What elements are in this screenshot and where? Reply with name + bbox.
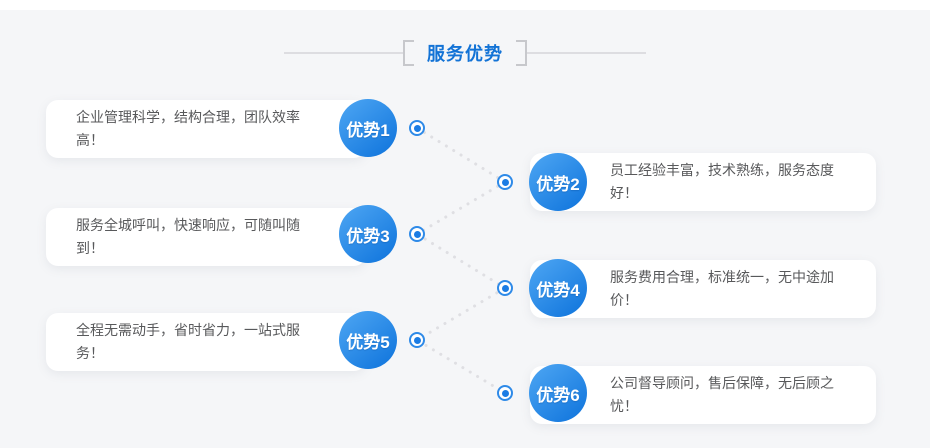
advantage-text-4: 服务费用合理，标准统一，无中途加价！ [610, 269, 834, 308]
node-marker-3 [409, 226, 425, 242]
divider-line-left [284, 52, 403, 54]
advantage-badge-6: 优势6 [529, 364, 587, 422]
advantage-card-2: 员工经验丰富，技术熟练，服务态度好！ [530, 153, 876, 211]
advantage-badge-5: 优势5 [339, 311, 397, 369]
advantage-card-1: 企业管理科学，结构合理，团队效率高！ [46, 100, 366, 158]
marker-dot-icon [413, 336, 421, 344]
advantage-card-3: 服务全城呼叫，快速响应，可随叫随到！ [46, 208, 366, 266]
divider-line-right [527, 52, 646, 54]
advantage-card-4: 服务费用合理，标准统一，无中途加价！ [530, 260, 876, 318]
marker-dot-icon [413, 230, 421, 238]
advantage-text-5: 全程无需动手，省时省力，一站式服务！ [76, 322, 300, 361]
marker-dot-icon [501, 389, 509, 397]
advantage-badge-4: 优势4 [529, 259, 587, 317]
advantage-text-3: 服务全城呼叫，快速响应，可随叫随到！ [76, 217, 300, 256]
section-header: 服务优势 [0, 38, 930, 68]
section-title: 服务优势 [427, 44, 503, 64]
node-marker-5 [409, 332, 425, 348]
advantage-card-6: 公司督导顾问，售后保障，无后顾之忧！ [530, 366, 876, 424]
advantage-text-2: 员工经验丰富，技术熟练，服务态度好！ [610, 162, 834, 201]
advantage-badge-3: 优势3 [339, 205, 397, 263]
advantage-badge-2: 优势2 [529, 153, 587, 211]
advantage-badge-1: 优势1 [339, 99, 397, 157]
node-marker-4 [497, 280, 513, 296]
node-marker-6 [497, 385, 513, 401]
bracket-right-icon [515, 40, 527, 66]
node-marker-2 [497, 174, 513, 190]
advantage-text-6: 公司督导顾问，售后保障，无后顾之忧！ [610, 375, 834, 414]
advantage-text-1: 企业管理科学，结构合理，团队效率高！ [76, 109, 300, 148]
marker-dot-icon [501, 284, 509, 292]
node-marker-1 [409, 120, 425, 136]
bracket-left-icon [403, 40, 415, 66]
marker-dot-icon [413, 124, 421, 132]
marker-dot-icon [501, 178, 509, 186]
advantage-card-5: 全程无需动手，省时省力，一站式服务！ [46, 313, 366, 371]
